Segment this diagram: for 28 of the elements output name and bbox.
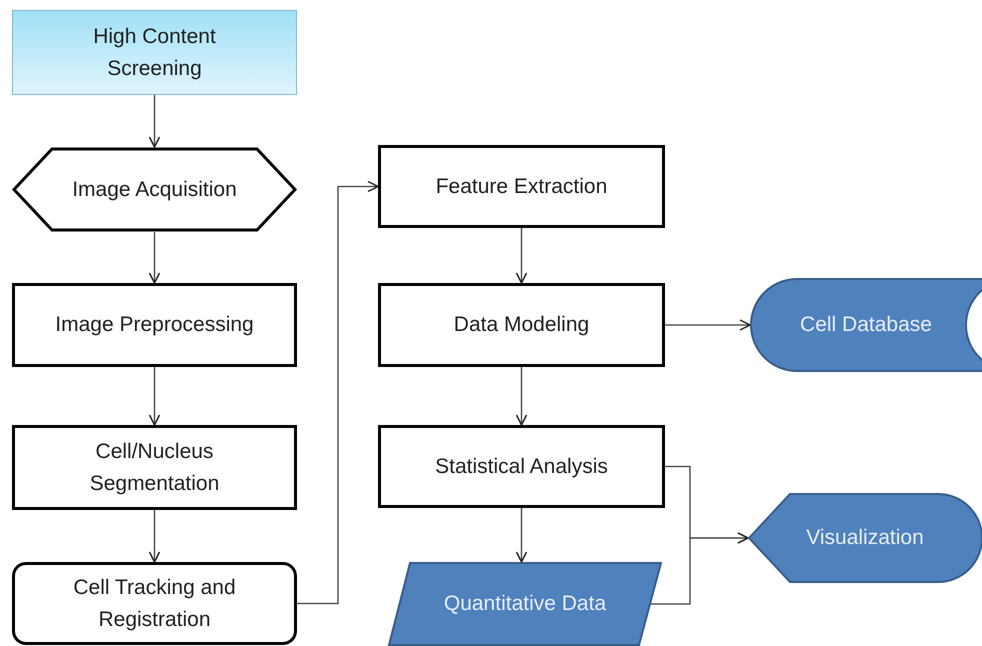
arrow	[148, 367, 160, 426]
node-label: Visualization	[806, 525, 924, 551]
arrow	[148, 95, 160, 148]
arrow	[665, 319, 751, 331]
node-label: Quantitative Data	[444, 591, 606, 617]
arrow	[516, 508, 528, 563]
arrow	[148, 232, 160, 284]
node-label: Statistical Analysis	[435, 454, 608, 480]
arrow	[297, 180, 379, 604]
arrow	[516, 228, 528, 284]
process-box	[12, 562, 297, 645]
node-label: Data Modeling	[454, 312, 590, 338]
start-box	[12, 10, 297, 95]
node-label: Cell Tracking and Registration	[72, 574, 237, 632]
process-box	[378, 283, 665, 367]
arrow	[516, 367, 528, 426]
node-label: Cell/Nucleus Segmentation	[88, 438, 220, 496]
process-box	[378, 145, 665, 228]
process-box	[12, 283, 297, 367]
node-label: Feature Extraction	[436, 174, 608, 200]
node-label: Cell Database	[800, 312, 932, 338]
process-box	[12, 425, 297, 510]
arrow	[651, 532, 749, 605]
node-label: Image Preprocessing	[55, 312, 254, 338]
process-box	[378, 425, 665, 508]
node-label: High Content Screening	[92, 24, 217, 82]
node-label: Image Acquisition	[72, 176, 237, 202]
arrow	[148, 510, 160, 563]
